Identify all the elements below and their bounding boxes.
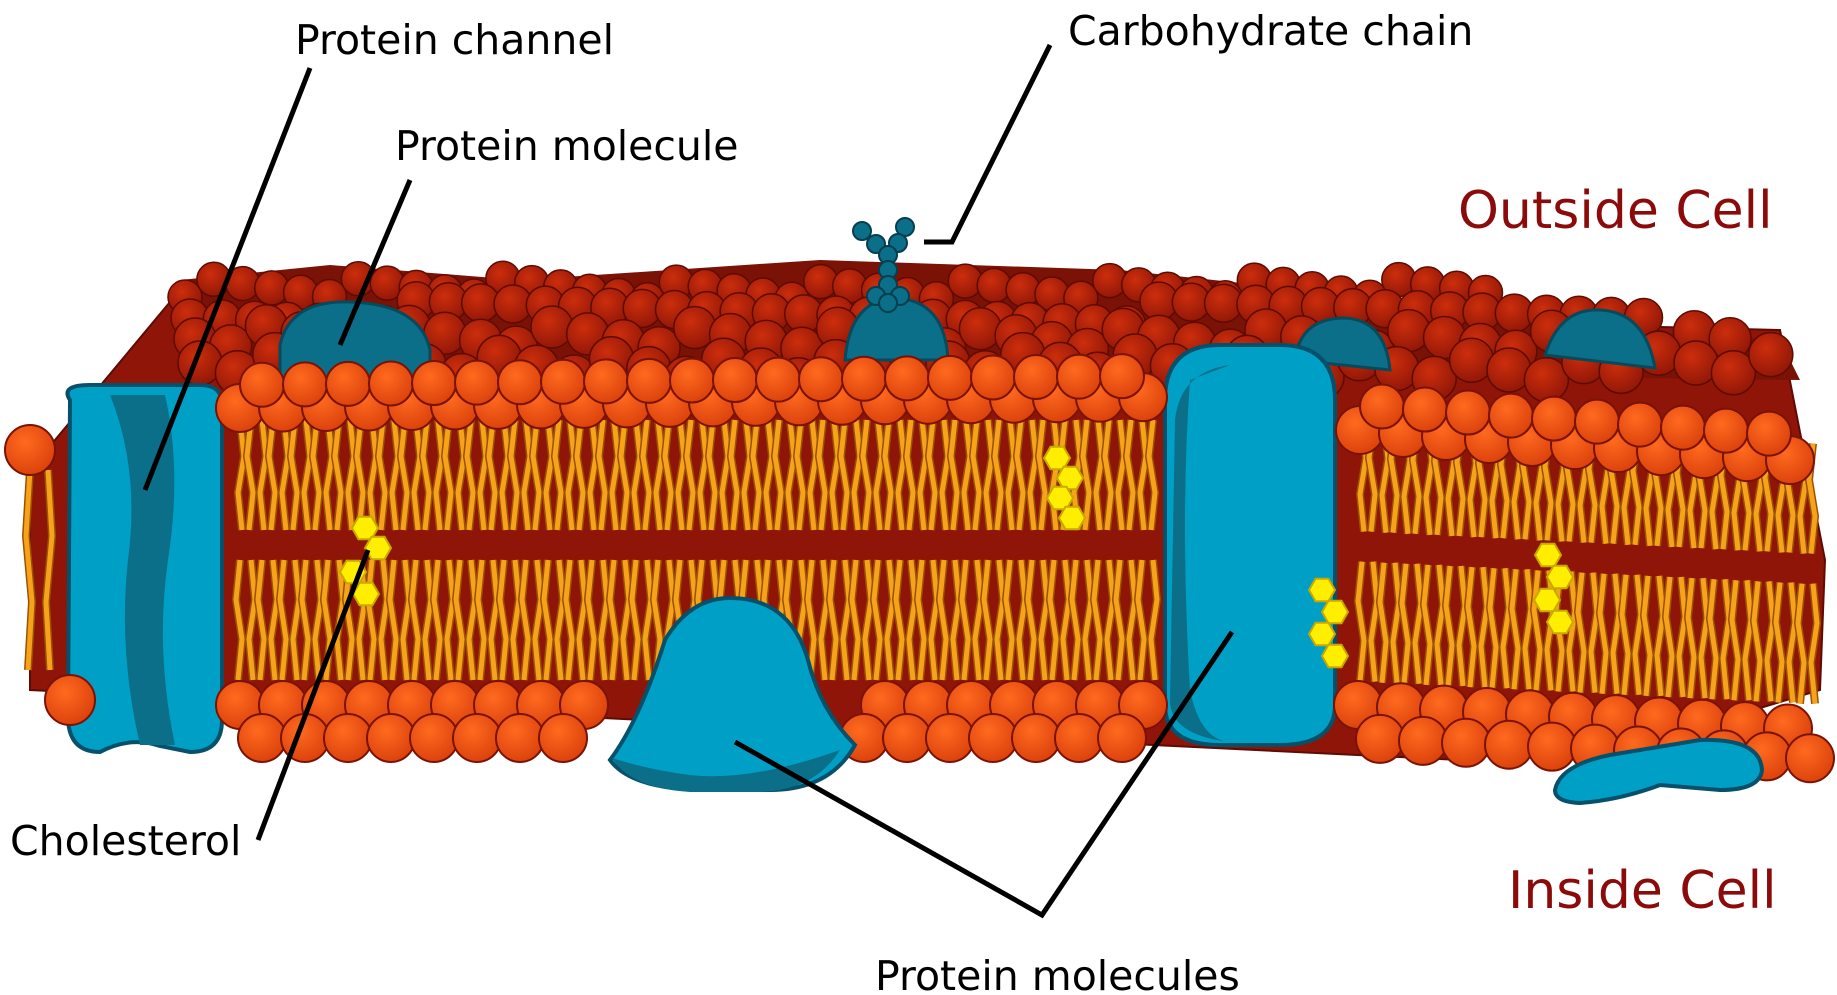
phospholipid-head [1532,397,1576,441]
phospholipid-head [883,714,931,762]
phospholipid-head [453,714,501,762]
phospholipid-head [1528,723,1576,771]
cholesterol-ring [1322,645,1348,668]
cholesterol-ring [1547,566,1573,589]
phospholipid-head [926,714,974,762]
phospholipid-head [1446,391,1490,435]
protein-molecule-icon [1165,345,1335,745]
label-inside-cell: Inside Cell [1508,861,1777,921]
phospholipid-head [1618,403,1662,447]
cholesterol-ring [1534,589,1560,612]
cholesterol-ring [1309,579,1335,602]
phospholipid-head [1057,355,1101,399]
cholesterol-ring [1547,611,1573,634]
phospholipid-head [1704,409,1748,453]
phospholipid-head [1747,412,1791,456]
phospholipid-head [283,362,327,406]
phospholipid-head [1485,721,1533,769]
phospholipid-head [410,714,458,762]
label-protein-molecules: Protein molecules [875,952,1240,995]
phospholipid-head [369,361,413,405]
phospholipid-head [1100,354,1144,398]
phospholipid-head [1388,310,1430,352]
phospholipid-head [412,361,456,405]
label-protein-channel: Protein channel [295,16,614,64]
leader-carbohydrate-chain [924,45,1050,242]
phospholipid-head [1356,715,1404,763]
phospholipid-head [928,356,972,400]
phospholipid-head [541,360,585,404]
phospholipid-head [1661,406,1705,450]
phospholipid-head [238,714,286,762]
cholesterol-ring [365,537,391,560]
phospholipid-head [5,425,55,475]
phospholipid-head [713,358,757,402]
phospholipid-head [674,307,716,349]
phospholipid-head [367,714,415,762]
phospholipid-head [670,358,714,402]
phospholipid-head [1399,717,1447,765]
phospholipid-head [1403,388,1447,432]
cholesterol-ring [1322,601,1348,624]
phospholipid-head [326,362,370,406]
phospholipid-head [971,355,1015,399]
label-protein-molecule: Protein molecule [395,122,739,170]
phospholipid-head [959,308,1001,350]
phospholipid-head [1489,394,1533,438]
phospholipid-head [1012,714,1060,762]
phospholipid-head [45,675,95,725]
phospholipid-head [969,714,1017,762]
phospholipid-head [1360,385,1404,429]
label-cholesterol: Cholesterol [10,817,241,865]
phospholipid-head [498,360,542,404]
label-outside-cell: Outside Cell [1458,181,1773,241]
phospholipid-head [1575,400,1619,444]
phospholipid-head [1014,355,1058,399]
label-carbohydrate-chain: Carbohydrate chain [1068,7,1473,55]
phospholipid-head [539,714,587,762]
phospholipid-head [1055,714,1103,762]
phospholipid-head [627,359,671,403]
phospholipid-head [1098,714,1146,762]
cholesterol-ring [1059,507,1085,530]
phospholipid-head [756,358,800,402]
phospholipid-head [1749,333,1793,377]
cholesterol-ring [1535,544,1561,567]
phospholipid-head [799,357,843,401]
phospholipid-head [885,356,929,400]
phospholipid-head [496,714,544,762]
phospholipid-head [240,363,284,407]
phospholipid-head [1442,719,1490,767]
phospholipid-head [1786,734,1834,782]
phospholipid-head [455,361,499,405]
phospholipid-head [584,359,628,403]
phospholipid-head [842,357,886,401]
cholesterol-ring [1309,623,1335,646]
phospholipid-head [531,306,573,348]
phospholipid-head [324,714,372,762]
